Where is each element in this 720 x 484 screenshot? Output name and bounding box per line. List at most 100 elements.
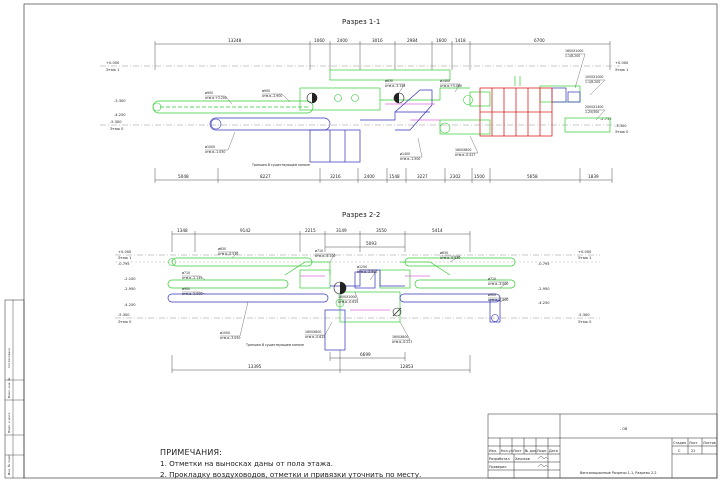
s2-label-8-elev: отм.в.-3.050 — [220, 336, 240, 340]
s2-dim-top-6: 5414 — [432, 228, 443, 233]
s2-elev-left-4: -2.950 — [124, 287, 136, 291]
notes-heading: ПРИМЕЧАНИЯ: — [160, 448, 223, 457]
s1-label-5-elev: отм.в.+3.060 — [440, 84, 462, 88]
s2-elev-left-1: Этаж 1 — [118, 256, 131, 260]
s2-label-5-elev: отм.в.-0.530 — [440, 256, 460, 260]
s1-dim-top-2: 2400 — [337, 38, 348, 43]
s1-magenta-lines — [385, 103, 440, 121]
tb-header-podp: Подп. — [537, 449, 547, 453]
note-item-1: 1. Отметки на выносках даны от пола этаж… — [160, 459, 333, 468]
tb-header-izm: Изм. — [489, 449, 497, 453]
s1-dim-bottom-9: 1839 — [588, 174, 599, 179]
tb-sheets-header: Листов — [703, 441, 716, 445]
s2-label-9-size: 1600Х800 — [305, 330, 321, 334]
s1-label-8-size: 1000Х1000 — [585, 75, 603, 79]
s2-dim-bottom-1: 6699 — [360, 352, 371, 357]
s2-dim-top-1: 9142 — [240, 228, 251, 233]
s1-dim-bottom-1: 8227 — [260, 174, 271, 179]
tb-header-doc: № док. — [525, 449, 537, 453]
title-block-code: - ОВ — [620, 427, 628, 431]
s1-label-8-elev: 1.1/8.200 — [585, 80, 600, 84]
side-stamp-label-2: Подп. и дата — [7, 412, 11, 433]
s1-dim-bottom-6: 2302 — [450, 174, 461, 179]
s1-elev-left-3: -4.250 — [114, 113, 126, 117]
s2-label-9-elev: отм.в.-0.625 — [305, 335, 325, 339]
s1-elev-right-0: +0.000 — [615, 61, 629, 65]
s2-label-4-elev: отм.в.-2.500 — [357, 270, 377, 274]
s1-label-3-elev: отм.в.-1.050 — [205, 150, 225, 154]
s1-elev-left-2: -3.300 — [114, 99, 126, 103]
s1-elev-right-3: -3.300 — [615, 124, 627, 128]
s2-label-8-size: ø1000 — [220, 331, 230, 335]
s2-elev-left-7: Этаж 0 — [118, 320, 132, 324]
tb-stage-header: Стадия — [673, 441, 686, 445]
s1-label-2-elev: отм.в.-3.195 — [385, 84, 405, 88]
tb-sheet-value: 21 — [691, 449, 695, 453]
s2-label-10-size: 1600Х1000 — [338, 295, 356, 299]
s1-green-ducts — [152, 69, 611, 135]
s1-dim-bottom-5: 3227 — [417, 174, 428, 179]
tb-header-date: Дата — [549, 449, 558, 453]
s1-label-9-elev: 1.25/300 — [585, 110, 599, 114]
s1-elev-right-2: -2.735 — [600, 117, 612, 121]
s2-label-11-elev: отм.в.-0.227 — [392, 340, 412, 344]
section-1-title: Разрез 1-1 — [342, 18, 380, 26]
s1-dim-bottom-0: 5048 — [178, 174, 189, 179]
tb-stage-value: С — [678, 449, 681, 453]
s1-dim-top-4: 2984 — [407, 38, 418, 43]
s1-dim-top-6: 1418 — [455, 38, 466, 43]
s1-dim-top-1: 1060 — [314, 38, 325, 43]
s2-label-4-size: ø1250 — [357, 265, 367, 269]
sheet-frame — [23, 3, 718, 479]
s2-dim-top-2: 2215 — [305, 228, 316, 233]
s2-dim-top-0: 1348 — [177, 228, 188, 233]
tb-header-kol: Кол.уч — [501, 449, 513, 453]
tb-row-developed: Разработал — [489, 457, 510, 461]
s2-elev-left-2: -0.795 — [118, 262, 130, 266]
s2-elev-right-3: -2.950 — [538, 287, 550, 291]
note-item-2: 2. Прокладку воздуховодов, отметки и при… — [160, 470, 422, 479]
s1-label-6-size: 1600Х800 — [455, 148, 471, 152]
s2-label-1-size: ø710 — [182, 271, 190, 275]
s1-trench-note: Траншея В существующем канале — [251, 163, 310, 167]
side-stamp-label-3: Инв. № подл. — [7, 454, 11, 475]
tb-sheet-header: Лист — [689, 441, 698, 445]
s1-label-7-size: 1600Х1000 — [565, 49, 583, 53]
section-2-title: Разрез 2-2 — [342, 211, 380, 219]
s2-label-6-elev: отм.в.-3.000 — [488, 282, 508, 286]
s2-elev-left-6: -5.300 — [118, 313, 130, 317]
s2-elev-left-0: +0.000 — [118, 250, 132, 254]
s1-dim-bottom-7: 1500 — [474, 174, 485, 179]
s1-dim-bottom-2: 3216 — [330, 174, 341, 179]
s2-dim-top-5: 3550 — [376, 228, 387, 233]
s2-elev-right-0: +0.000 — [578, 250, 592, 254]
s2-label-7-size: ø900 — [488, 293, 496, 297]
s2-elev-right-6: Этаж 0 — [578, 320, 592, 324]
section-1-1: Разрез 1-1 13248 1060 2400 3016 2984 160… — [100, 18, 629, 183]
s1-label-9-size: 2000Х1400 — [585, 105, 603, 109]
s2-label-3-elev: отм.в.-4.100 — [315, 254, 335, 258]
s1-red-equipment — [479, 87, 553, 137]
s2-elev-right-1: Этаж 1 — [578, 256, 591, 260]
side-stamp: Согласовано Взам. инв. № Подп. и дата Ин… — [4, 299, 25, 479]
s2-label-1-elev: отм.в.-2.145 — [182, 276, 202, 280]
s2-dim-top-4: 5093 — [366, 241, 377, 246]
s2-elev-left-5: -4.250 — [124, 303, 136, 307]
s2-label-3-size: ø710 — [315, 249, 323, 253]
s2-fan-symbols — [168, 258, 499, 322]
s1-blue-ducts — [209, 87, 581, 163]
s2-dim-top-3: 3149 — [336, 228, 347, 233]
s2-elev-left-3: -2.100 — [124, 277, 136, 281]
s1-elev-left-0: +0.000 — [106, 61, 120, 65]
s1-label-4-elev: отм.в.-1.500 — [400, 157, 420, 161]
s1-label-0-elev: отм.в.+3.200 — [205, 96, 227, 100]
s1-label-1-size: ø900 — [262, 89, 270, 93]
s1-dim-top-7: 6700 — [534, 38, 545, 43]
s1-label-3-size: ø1000 — [205, 145, 215, 149]
s2-trench-note: Траншея В существующем канале — [245, 343, 304, 347]
s1-label-6-elev: отм.в.-0.427 — [455, 153, 475, 157]
s2-label-10-elev: отм.в.-0.625 — [338, 300, 358, 304]
s1-label-7-elev: 1.1/8.200 — [565, 54, 580, 58]
s2-label-0-size: ø630 — [218, 247, 226, 251]
